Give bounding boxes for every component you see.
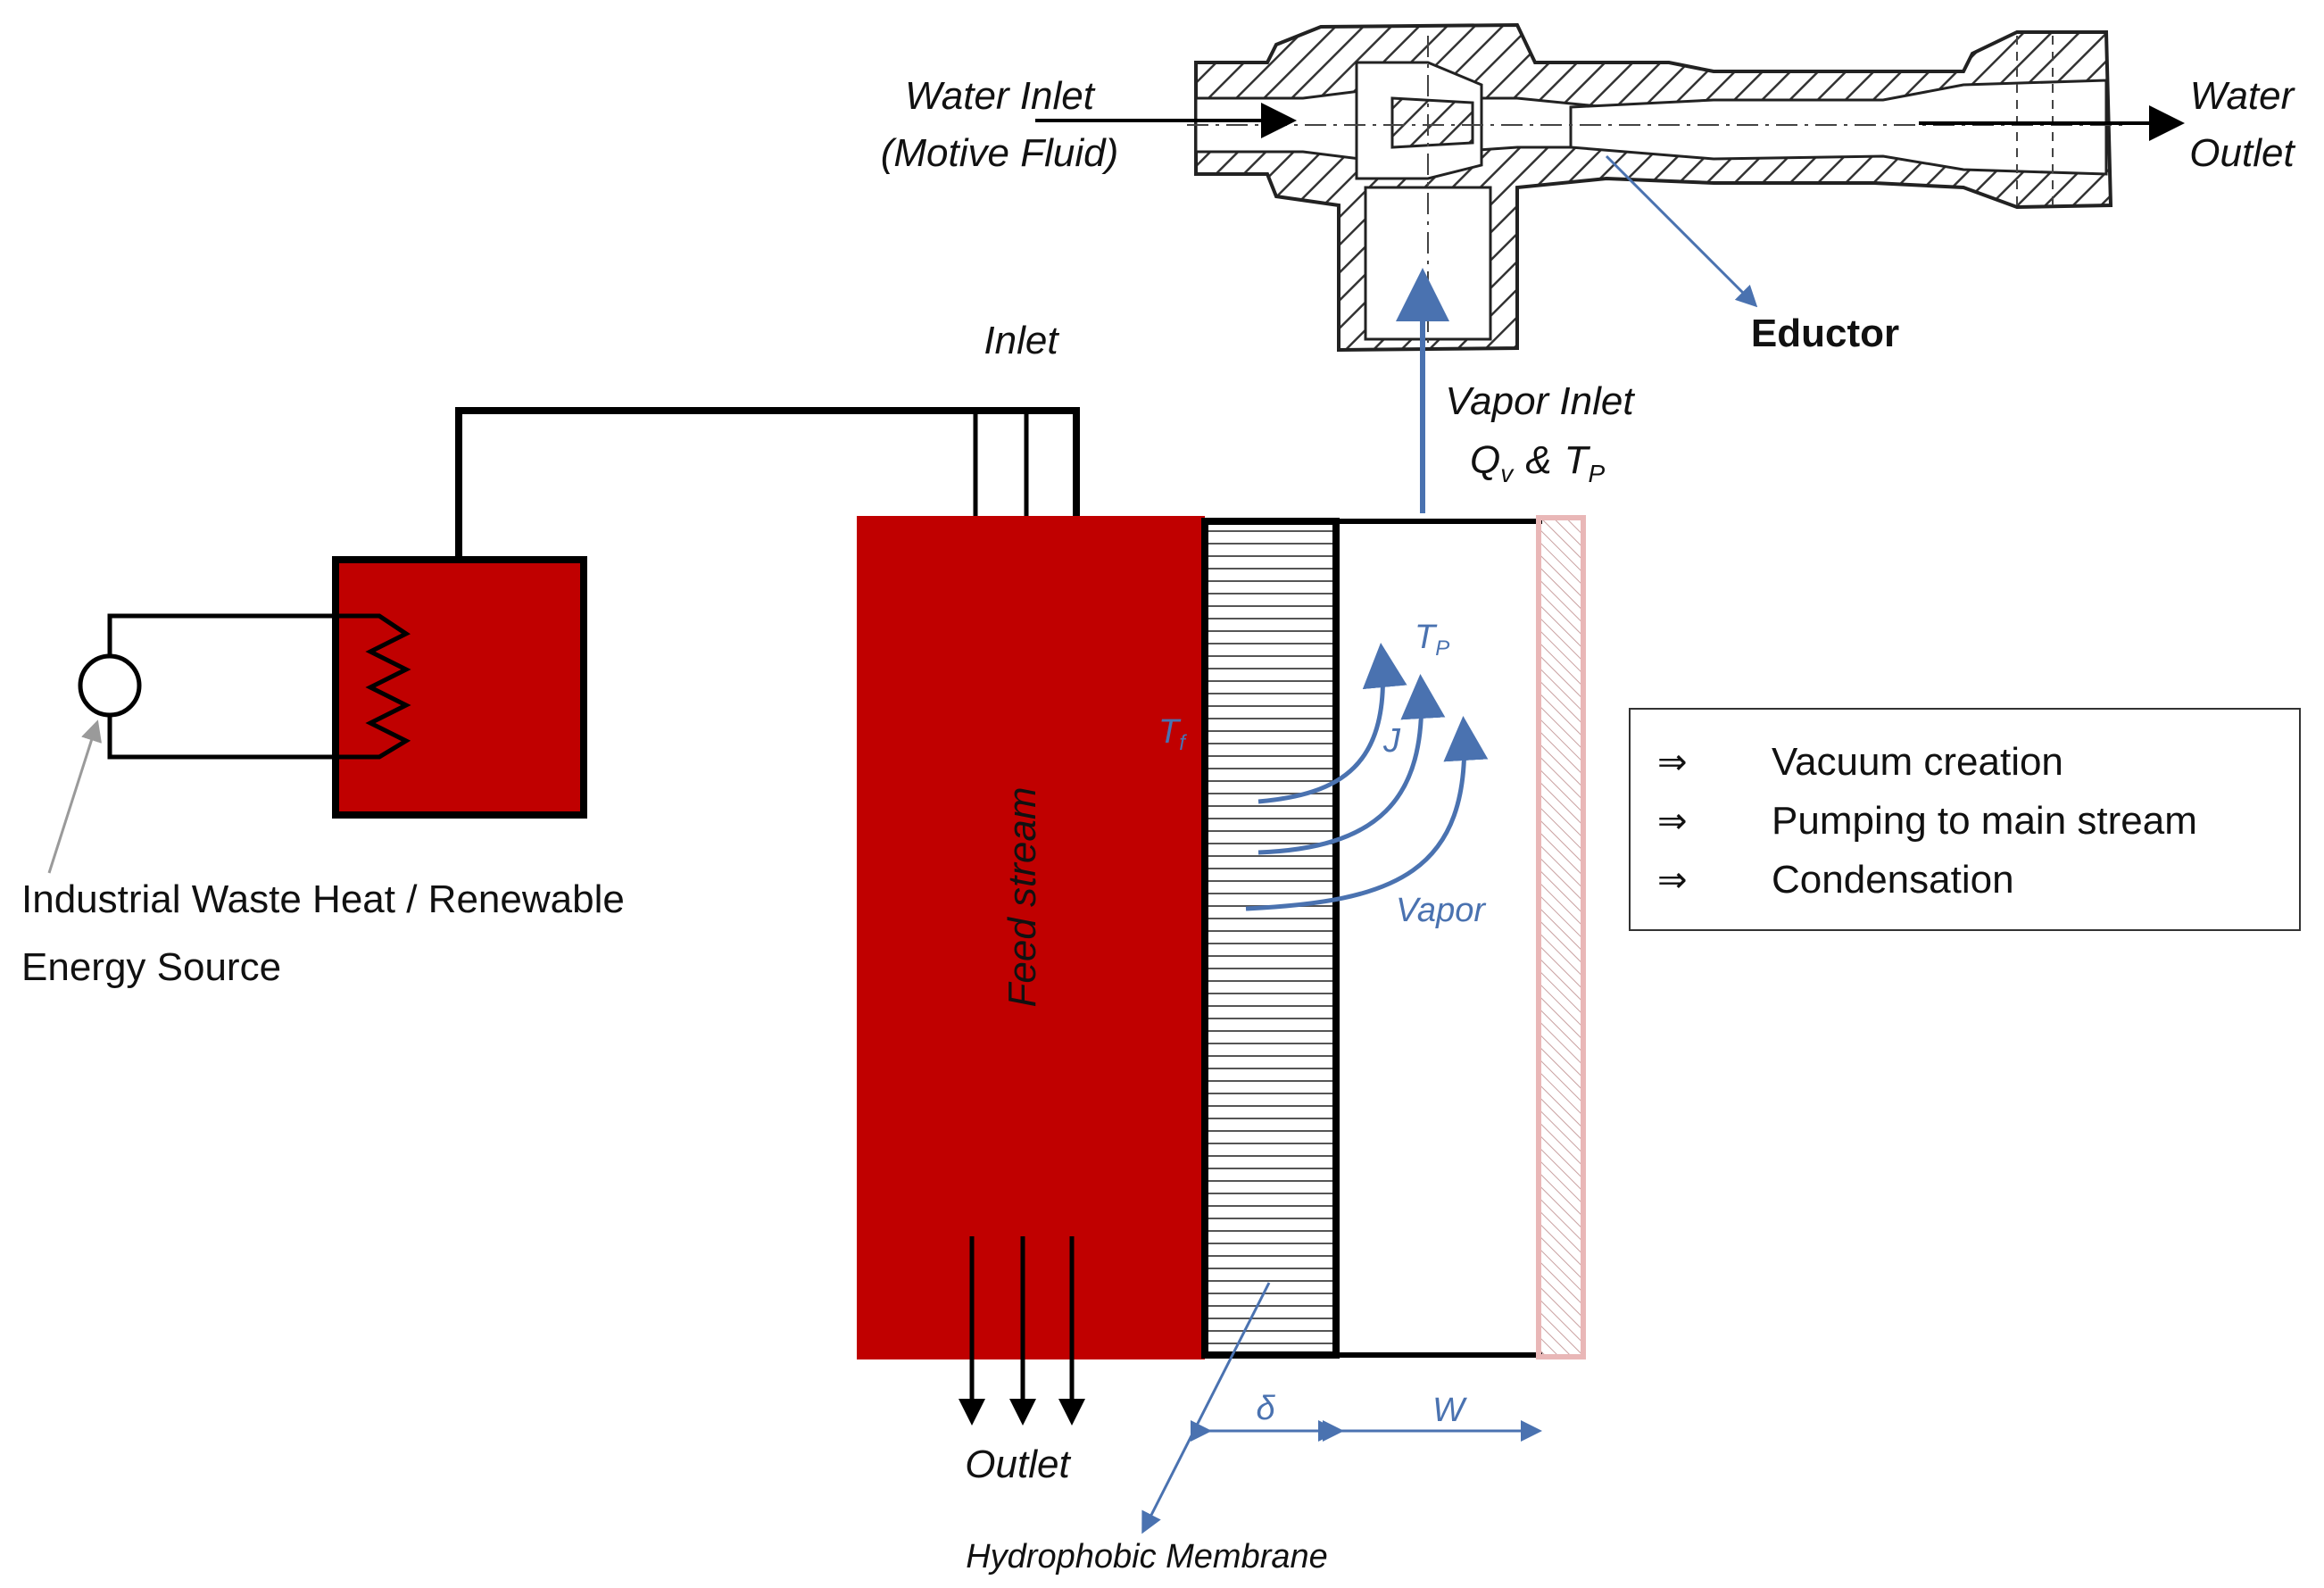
heat-source-label-2: Energy Source <box>21 945 281 989</box>
water-outlet-label-2: Outlet <box>2189 131 2295 175</box>
legend-item-pumping: ⇒ Pumping to main stream <box>1657 792 2299 851</box>
w-label: W <box>1432 1392 1467 1429</box>
water-outlet-label-1: Water <box>2190 74 2296 118</box>
heat-source-label-1: Industrial Waste Heat / Renewable <box>21 877 625 921</box>
flux-label: J <box>1382 722 1401 760</box>
tp-label: TP <box>1415 619 1449 661</box>
legend-box: ⇒ Vacuum creation ⇒ Pumping to main stre… <box>1629 708 2301 931</box>
tp-label-symbol: T <box>1415 619 1438 656</box>
hydrophobic-membrane <box>1201 518 1340 1359</box>
water-inlet-label-2: (Motive Fluid) <box>881 131 1119 175</box>
inlet-label: Inlet <box>984 319 1059 362</box>
eductor-label: Eductor <box>1751 312 1899 355</box>
qv-symbol: Q <box>1470 438 1500 482</box>
eductor-drawing <box>1187 22 2124 353</box>
heat-source-leader <box>47 719 102 874</box>
implies-arrow-icon: ⇒ <box>1657 742 1688 783</box>
flux-arrow-1 <box>1257 643 1407 804</box>
legend-item-condensation: ⇒ Condensation <box>1657 851 2299 910</box>
flux-arrow-3 <box>1245 716 1489 911</box>
legend-text-vacuum: Vacuum creation <box>1772 740 2063 784</box>
membrane-leader <box>1141 1282 1271 1534</box>
vapor-label: Vapor <box>1396 892 1486 929</box>
qv-subscript: v <box>1500 460 1515 487</box>
delta-label: δ <box>1256 1390 1275 1427</box>
legend-item-vacuum: ⇒ Vacuum creation <box>1657 733 2299 792</box>
ampersand: & <box>1525 438 1551 482</box>
vapor-inlet-label: Vapor Inlet <box>1445 379 1635 423</box>
heating-coil-icon <box>337 613 411 760</box>
tp-subscript: P <box>1588 460 1605 487</box>
legend-text-pumping: Pumping to main stream <box>1772 799 2197 843</box>
eductor-leader-line <box>1605 154 1758 308</box>
condensing-plate <box>1536 515 1586 1359</box>
tf-subscript: f <box>1179 731 1187 755</box>
flux-arrow-2 <box>1257 674 1446 855</box>
tf-symbol: T <box>1158 713 1182 751</box>
feed-channel <box>857 516 1205 1359</box>
heat-source-circuit <box>78 613 337 760</box>
energy-source-icon <box>78 653 142 718</box>
implies-arrow-icon: ⇒ <box>1657 801 1688 842</box>
tp-label-subscript: P <box>1435 636 1449 661</box>
membrane-label: Hydrophobic Membrane <box>966 1538 1328 1576</box>
legend-text-condensation: Condensation <box>1772 858 2014 902</box>
implies-arrow-icon: ⇒ <box>1657 860 1688 901</box>
outlet-label: Outlet <box>965 1443 1071 1486</box>
vapor-inlet-symbols: Qv&TP <box>1470 438 1605 487</box>
tp-symbol: T <box>1565 438 1591 482</box>
feed-stream-label: Feed stream <box>1000 787 1044 1008</box>
tf-label: Tf <box>1158 713 1187 755</box>
water-inlet-label-1: Water Inlet <box>905 74 1096 118</box>
